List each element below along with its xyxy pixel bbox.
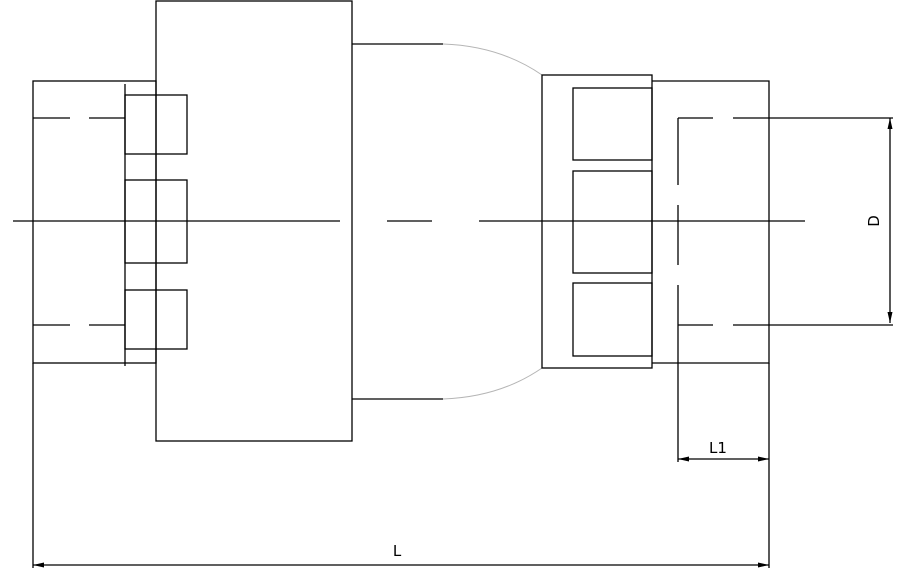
dimension-d-label: D — [865, 215, 883, 227]
dimension-l-label: L — [393, 542, 402, 560]
right-end-body — [652, 80, 893, 462]
dimension-l: L — [32, 363, 769, 568]
dimension-d: D — [865, 118, 893, 323]
transition-section — [352, 43, 543, 400]
left-end-body — [32, 80, 188, 366]
dimension-l1-label: L1 — [709, 439, 727, 457]
dimension-l1: L1 — [678, 363, 770, 568]
